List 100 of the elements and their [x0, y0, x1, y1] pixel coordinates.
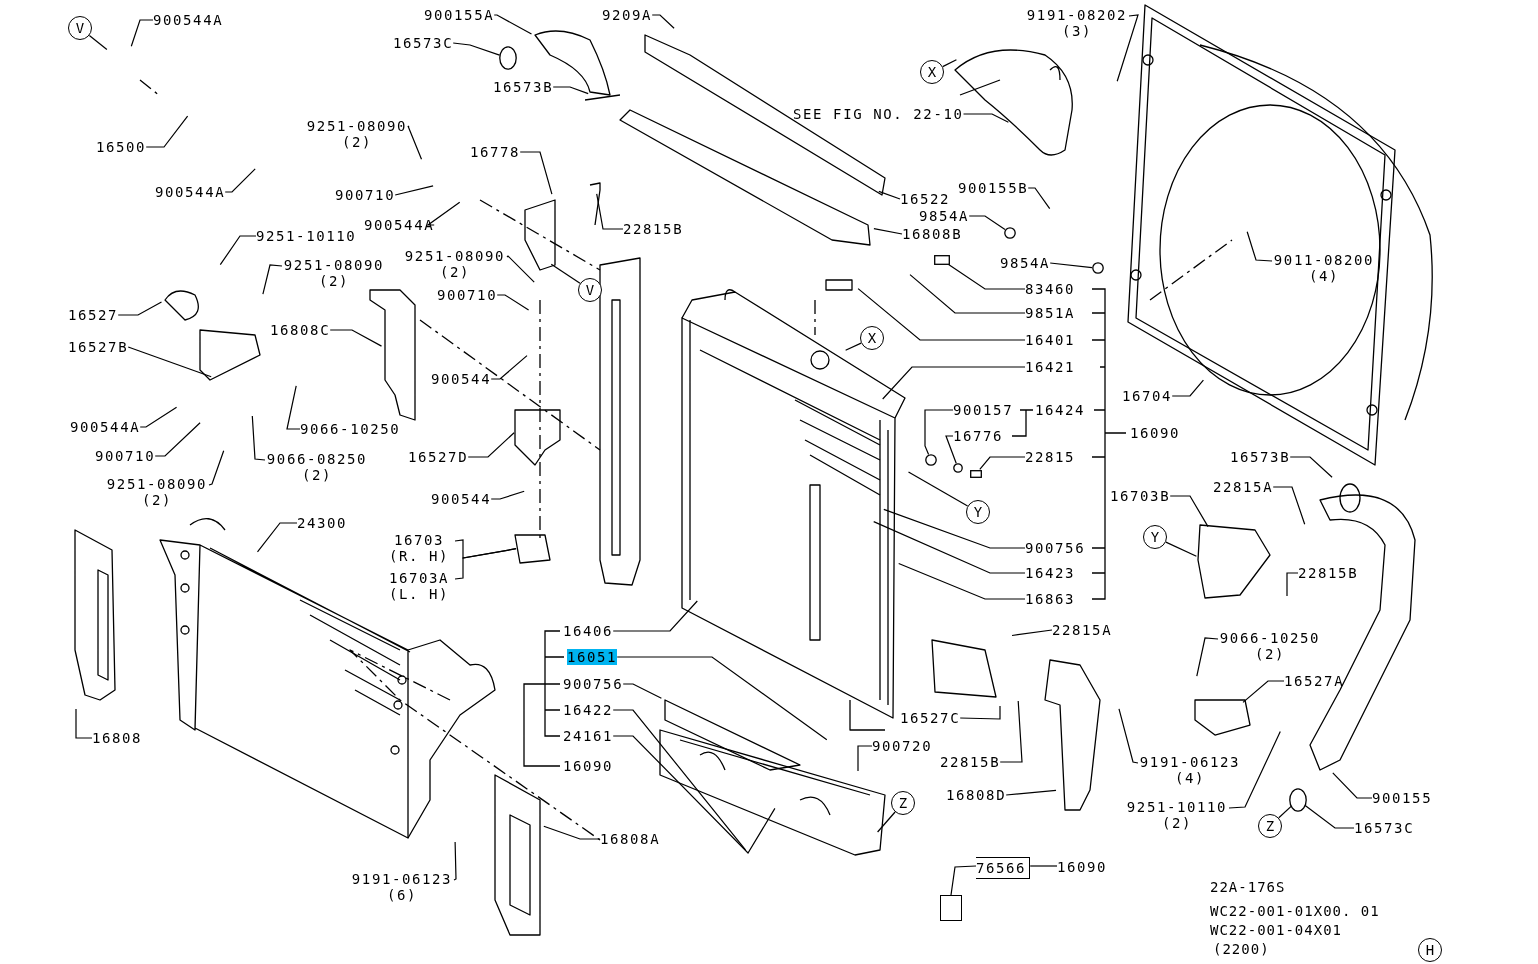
part-number: 900756: [1025, 540, 1086, 556]
part-number: 900544A: [155, 184, 226, 200]
part-number: 16424: [1035, 402, 1086, 418]
boxed-part-number: 76566: [976, 857, 1031, 879]
leader-line: [622, 683, 662, 699]
part-number: 16808B: [902, 226, 963, 242]
part-number: 9191-08202 (3): [1025, 7, 1129, 39]
reference-code: WC22-001-04X01: [1210, 921, 1342, 940]
ring-part: [925, 454, 937, 466]
leader-line: [651, 14, 675, 29]
part-number: 16863: [1025, 591, 1076, 607]
reference-circle: Z: [1258, 814, 1282, 838]
leader-line: [878, 190, 901, 200]
leader-line: [909, 274, 1026, 314]
part-number: 9251-08090 (2): [305, 118, 409, 150]
part-number: 16090: [1057, 859, 1108, 875]
part-number: 9251-08090 (2): [403, 248, 507, 280]
leader-line: [1286, 572, 1299, 597]
leader-line: [1332, 772, 1373, 799]
leader-line: [453, 841, 457, 881]
leader-line: [496, 294, 530, 311]
connector-line: [1049, 262, 1093, 269]
part-number: 900544A: [70, 419, 141, 435]
connector-line: [979, 456, 1026, 470]
ring-part: [1004, 227, 1016, 239]
part-number: 22815A: [1213, 479, 1274, 495]
part-number: 16778: [470, 144, 521, 160]
leader-line: [1196, 637, 1219, 677]
leader-line: [999, 700, 1023, 763]
reference-circle: Y: [966, 500, 990, 524]
part-number: 16090: [563, 758, 614, 774]
ring-part: [499, 46, 517, 70]
part-number: 900710: [335, 187, 396, 203]
part-number: 16573B: [1230, 449, 1291, 465]
connector-line: [924, 409, 954, 456]
part-number: 900544: [431, 371, 492, 387]
leader-line: [959, 705, 1001, 720]
small-part: [970, 470, 982, 478]
leader-line: [1165, 541, 1197, 557]
leader-line: [898, 562, 1026, 600]
reference-circle: X: [860, 326, 884, 350]
leader-line: [262, 264, 283, 295]
part-number: 900155B: [958, 180, 1029, 196]
connector-line: [950, 865, 977, 896]
leader-line: [1116, 14, 1139, 82]
leader-line: [426, 201, 461, 226]
leader-line: [117, 301, 163, 316]
part-number: 24161: [563, 728, 614, 744]
leader-line: [154, 422, 201, 457]
part-number: 16527: [68, 307, 119, 323]
leader-line: [612, 709, 747, 851]
part-number: 900544: [431, 491, 492, 507]
part-number: 16527A: [1284, 673, 1345, 689]
leader-line: [1242, 680, 1285, 703]
part-number: 9066-08250 (2): [265, 451, 369, 483]
part-number: 900710: [437, 287, 498, 303]
leader-line: [942, 59, 957, 68]
reference-circle: Z: [891, 791, 915, 815]
drawing-number: 22A-176S: [1210, 878, 1286, 897]
part-number: 83460: [1025, 281, 1076, 297]
part-number: 24300: [297, 515, 348, 531]
leader-line: [1289, 456, 1333, 478]
leader-line: [490, 490, 525, 500]
leader-line: [286, 385, 301, 430]
part-number: 9251-08090 (2): [282, 257, 386, 289]
leader-line: [873, 521, 1026, 574]
ring-part: [953, 463, 963, 473]
connector-line: [1304, 804, 1355, 829]
part-number: 16573C: [1354, 820, 1415, 836]
leader-line: [907, 471, 969, 507]
leader-line: [1027, 187, 1051, 210]
leader-line: [219, 235, 257, 266]
connector-line: [945, 435, 957, 464]
leader-line: [256, 522, 298, 553]
part-number: 900710: [95, 448, 156, 464]
part-number: 16051: [567, 649, 618, 665]
leader-line: [88, 34, 108, 51]
leader-line: [329, 329, 383, 347]
leader-line: [251, 415, 266, 461]
reference-circle: X: [920, 60, 944, 84]
connector-line: [948, 263, 1026, 290]
connector-line: [968, 215, 1006, 231]
part-number: 9251-10110: [256, 228, 357, 244]
part-number: 9251-08090 (2): [105, 476, 209, 508]
part-number: 900155A: [424, 7, 495, 23]
leader-line: [1228, 731, 1281, 809]
leader-line: [1171, 379, 1204, 397]
leader-line: [454, 548, 517, 580]
ring-part: [1289, 788, 1307, 812]
leader-line: [882, 366, 1026, 400]
ring-part: [1092, 262, 1104, 274]
part-number: 9066-10250 (2): [1218, 630, 1322, 662]
part-number: 16423: [1025, 565, 1076, 581]
leader-line: [857, 745, 873, 772]
leader-line: [493, 14, 533, 35]
leader-line: [883, 508, 1026, 549]
reference-circle: H: [1418, 938, 1442, 962]
part-number: 900155: [1372, 790, 1433, 806]
part-number: 16808A: [600, 831, 661, 847]
leader-line: [962, 113, 1009, 123]
